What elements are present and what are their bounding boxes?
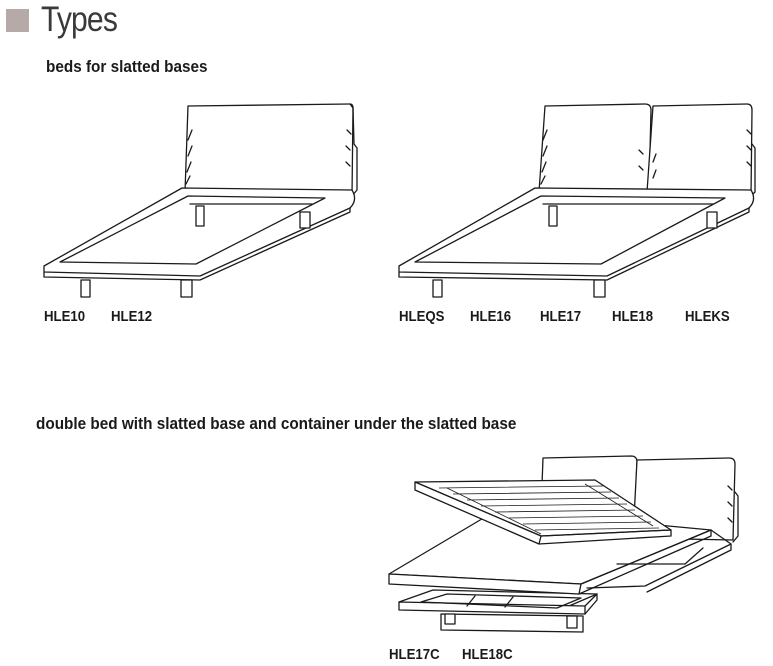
model-code-hle10: HLE10 xyxy=(44,308,86,325)
model-code-hle17: HLE17 xyxy=(540,308,582,325)
container-bed-illustration xyxy=(385,452,765,642)
model-code-hle12: HLE12 xyxy=(111,308,153,325)
model-code-hle18: HLE18 xyxy=(612,308,654,325)
model-code-hleks: HLEKS xyxy=(685,308,730,325)
model-code-hle16: HLE16 xyxy=(470,308,512,325)
section-heading-slatted-bases: beds for slatted bases xyxy=(46,57,208,76)
model-code-hle18c: HLE18C xyxy=(462,646,513,663)
single-bed-illustration xyxy=(40,100,360,300)
page-title: Types xyxy=(41,0,118,39)
model-code-hleqs: HLEQS xyxy=(399,308,445,325)
title-marker-square xyxy=(6,9,29,32)
model-code-hle17c: HLE17C xyxy=(389,646,440,663)
double-bed-illustration xyxy=(395,100,765,300)
section-heading-container-bed: double bed with slatted base and contain… xyxy=(36,414,517,433)
